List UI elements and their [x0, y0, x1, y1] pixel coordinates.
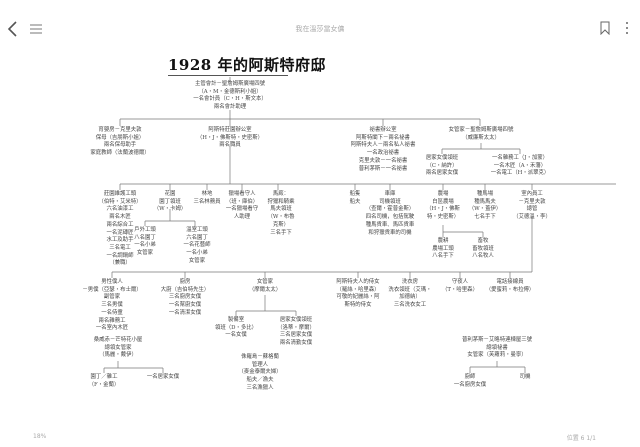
- node-head-housemaid-london: 居家女僕領班（C・納許）兩名居家女僕: [425, 155, 459, 177]
- node-plymouth: 普利茅斯－艾略特連棟屋三號總領祕書女管家（芙蘿莉・曼寧）: [461, 337, 533, 359]
- node-menservants: 男性僕人－男僕（亞瑟・布士爾）副管家三名男僕一名侍童兩名雜務工一名室內木匠: [82, 279, 142, 332]
- node-head-housemaid-cliveden: 居家女僕領班（洛蒂・摩爾）三名居家女僕兩名清勤女僕: [277, 317, 315, 347]
- node-accounts: 主管會計－聖詹姆斯廣場四號（A・M・金德斯利小姐）一名會計員（C・H・斯文本）兩…: [193, 81, 267, 111]
- node-farming: 農耕農場工頭八名手下: [432, 238, 454, 260]
- node-garage: 車庫司機領班（查爾・霍普金斯）四名司機，包括駕駛種馬貨車、馬匹貨車和狩獵貨車的司…: [365, 191, 415, 236]
- node-plymouth-chauffeur: 司機: [519, 374, 531, 380]
- title-underline: [168, 75, 288, 76]
- node-handymen-london: 一名雜務工（J・加蒙）一名木匠（A・禾藩）一名電工（H・派翠克）: [490, 155, 550, 177]
- node-indoor-staff: 室內員工－克里夫敦總管（艾德溫・李）: [513, 191, 551, 221]
- node-nightwatchman: 守夜人（T・哈里森）: [442, 279, 478, 293]
- node-boats: 船隻船夫: [349, 191, 361, 205]
- node-maintenance: 莊園維護工頭（伯特・艾米特）六名油漆工兩名木匠兩名綜合工一名泥磚匠水工及助手三名…: [98, 191, 142, 267]
- node-stables: 馬廄：狩獵和騎乘馬夫領班（W・布魯克斯）三名手下: [267, 191, 295, 236]
- reading-progress: 18%: [33, 433, 47, 440]
- node-farm: 農場白區農場（H・J・佛斯特・史密斯）: [426, 191, 460, 221]
- node-outdoor-foreman: 戶外工頭八名園丁一名小弟女管家: [134, 227, 156, 257]
- chart-title: 1928 年的阿斯特府邸: [168, 56, 326, 74]
- book-title: 我在溫莎當女傭: [295, 25, 345, 33]
- chevron-left-icon[interactable]: [6, 20, 20, 38]
- reading-location: 位置 6 1/1: [566, 435, 596, 442]
- node-sandwich-gardener: 園丁／雜工（F・金蘭）: [88, 374, 120, 388]
- node-laundry: 洗衣房洗衣領班（艾瑪・加德納）三名洗衣女工: [388, 279, 432, 309]
- node-greenhouse-foreman: 溫室工頭六名園丁一名花藝師一名小弟女管家: [183, 227, 211, 264]
- node-gamekeeper: 獵場看守人（班・庫伯）一名獵場看守人助理: [225, 191, 259, 221]
- node-sandwich-housemaid: 一名居家女僕: [146, 374, 180, 380]
- more-vertical-icon[interactable]: [624, 21, 630, 35]
- node-kitchen: 廚房大廚（吉伯特先生）三名廚房女僕一名幫廚女僕一名清潔女僕: [160, 279, 210, 316]
- list-icon[interactable]: [29, 22, 43, 36]
- node-stillroom: 製備室領班（D・多比）一名女僕: [214, 317, 258, 339]
- node-woods: 林地三名林務員: [193, 191, 221, 205]
- node-stud: 種馬場種馬馬夫（W・蓋伊）七名手下: [468, 191, 502, 221]
- node-housekeeper-cliveden: 女管家（摩爾太太）: [248, 279, 282, 293]
- node-sandwich: 桑威赤－芒特花小屋總領女管家（馬麗・戴伊）: [93, 337, 143, 359]
- node-garden: 花園園丁領班（W・卡姆）: [153, 191, 187, 213]
- node-ladys-maid: 阿斯特夫人的侍女（羅絲・哈里森）可敬的妃麗絲・阿斯特的侍女: [336, 279, 380, 309]
- node-estate-office: 阿斯特莊園辦公室（H・J・佛斯特・史密斯）兩名職員: [196, 127, 264, 149]
- node-jura-island: 侏羅島－蘇格蘭管理人（麥金泰爾夫婦）船夫／漁夫三名漁獵人: [238, 354, 282, 391]
- node-secretaries: 祕書辦公室阿斯特閣下－兩名祕書阿斯特夫人－兩名私人祕書一名政治祕書克里夫敦－一名…: [350, 127, 416, 172]
- node-nursery: 育嬰房－克里夫敦保母（吉朋斯小姐）兩名保母助手家庭教師（法蘭波德爾）: [90, 127, 150, 157]
- reader-toolbar: 我在溫莎當女傭: [0, 0, 640, 58]
- node-telephonist: 電話接線員（愛蜜莉・布拉傅）: [485, 279, 535, 293]
- node-livestock: 畜牧畜牧領班八名牧人: [472, 238, 494, 260]
- bookmark-icon[interactable]: [600, 21, 610, 35]
- node-housekeeper-london: 女管家－聖詹姆斯廣場四號（威廉斯太太）: [448, 127, 514, 141]
- node-plymouth-cook: 廚師一名廚房女僕: [453, 374, 487, 388]
